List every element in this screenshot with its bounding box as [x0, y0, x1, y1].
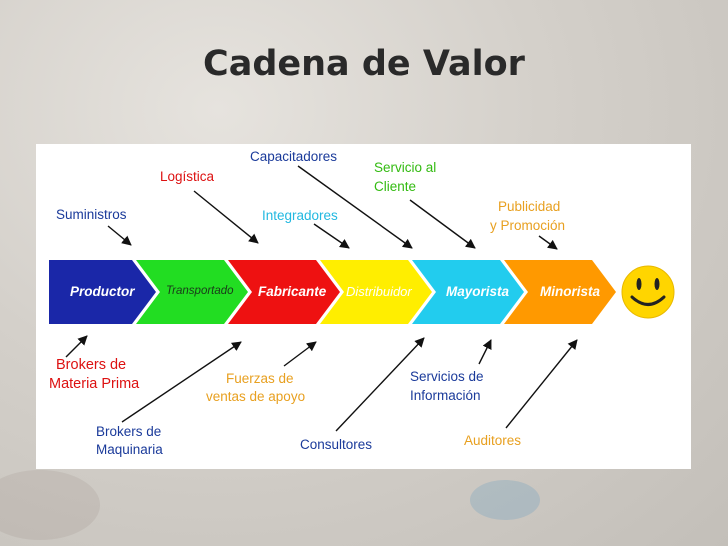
- slide-title: Cadena de Valor: [203, 44, 525, 84]
- label-brokers-materia-prima-2: Materia Prima: [49, 376, 140, 392]
- chain-segment-distribuidor: [320, 260, 432, 324]
- value-chain-diagram: Productor Transportado Fabricante Distri…: [36, 144, 691, 469]
- label-servicio-cliente-2: Cliente: [374, 179, 417, 194]
- label-servicios-informacion-1: Servicios de: [410, 369, 484, 384]
- arrow-servicios-informacion: [478, 339, 492, 365]
- chain-label-mayorista: Mayorista: [446, 284, 510, 299]
- chain-segment-fabricante: [228, 260, 340, 324]
- background-blob-left: [0, 470, 100, 540]
- label-auditores: Auditores: [464, 433, 522, 448]
- label-consultores: Consultores: [300, 437, 373, 452]
- arrow-consultores: [335, 337, 425, 432]
- label-brokers-materia-prima-1: Brokers de: [56, 357, 127, 373]
- label-integradores: Integradores: [262, 208, 338, 223]
- background-blob-bottom: [470, 480, 540, 520]
- chain-segment-mayorista: [412, 260, 524, 324]
- chain-label-distribuidor: Distribuidor: [346, 284, 412, 299]
- smiley-face-icon: [621, 265, 675, 319]
- arrow-publicidad: [538, 235, 558, 250]
- arrow-brokers-maquinaria: [121, 341, 242, 423]
- label-servicio-cliente-1: Servicio al: [374, 160, 437, 175]
- chain-label-transportado: Transportado: [166, 285, 234, 297]
- chain-segment-transportado: [136, 260, 248, 324]
- arrow-servicio-cliente: [409, 199, 476, 249]
- label-fuerzas-ventas-2: ventas de apoyo: [206, 389, 306, 404]
- label-servicios-informacion-2: Información: [410, 388, 481, 403]
- label-capacitadores: Capacitadores: [250, 149, 338, 164]
- chain-label-fabricante: Fabricante: [258, 284, 327, 299]
- label-suministros: Suministros: [56, 207, 127, 222]
- label-publicidad-2: y Promoción: [490, 218, 566, 233]
- label-logistica: Logística: [160, 169, 215, 184]
- label-publicidad-1: Publicidad: [498, 199, 561, 214]
- arrow-integradores: [313, 223, 350, 249]
- arrow-auditores: [505, 339, 578, 429]
- arrow-capacitadores: [297, 165, 413, 249]
- arrow-logistica: [193, 190, 259, 244]
- chain-segment-minorista: [504, 260, 616, 324]
- chain-segment-productor: [49, 260, 156, 324]
- chain-label-minorista: Minorista: [540, 284, 601, 299]
- arrow-brokers-materia-prima: [65, 335, 88, 358]
- label-fuerzas-ventas-1: Fuerzas de: [226, 371, 294, 386]
- diagram-canvas: [49, 165, 675, 432]
- label-brokers-maquinaria-2: Maquinaria: [96, 442, 163, 457]
- arrow-fuerzas-ventas: [283, 341, 317, 367]
- arrow-suministros: [107, 225, 132, 246]
- chain-label-productor: Productor: [70, 284, 135, 299]
- label-brokers-maquinaria-1: Brokers de: [96, 424, 162, 439]
